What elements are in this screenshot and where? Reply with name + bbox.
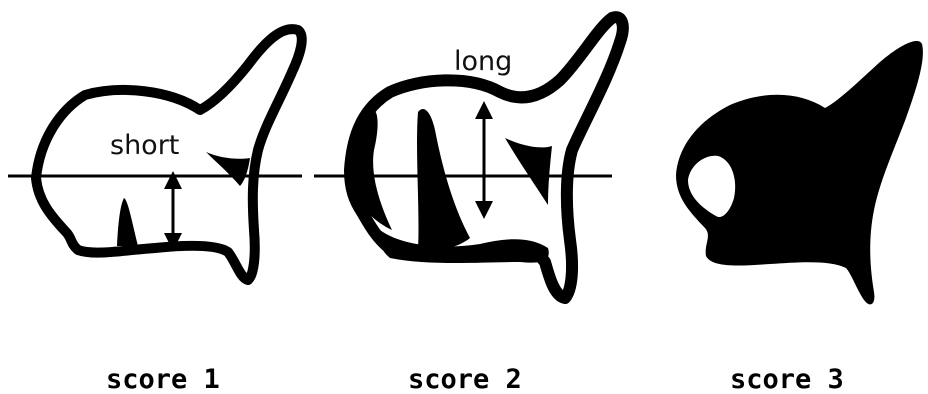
- annotation-long: long: [454, 46, 512, 77]
- panel-label-score-2: score 2: [408, 364, 522, 394]
- annotation-short: short: [110, 130, 179, 161]
- panel-score-3: score 3: [676, 41, 923, 394]
- panel-score-2: long score 2: [314, 17, 623, 394]
- panel-label-score-3: score 3: [730, 364, 844, 394]
- panel-score-1: short score 1: [8, 29, 302, 394]
- panel-label-score-1: score 1: [106, 364, 220, 394]
